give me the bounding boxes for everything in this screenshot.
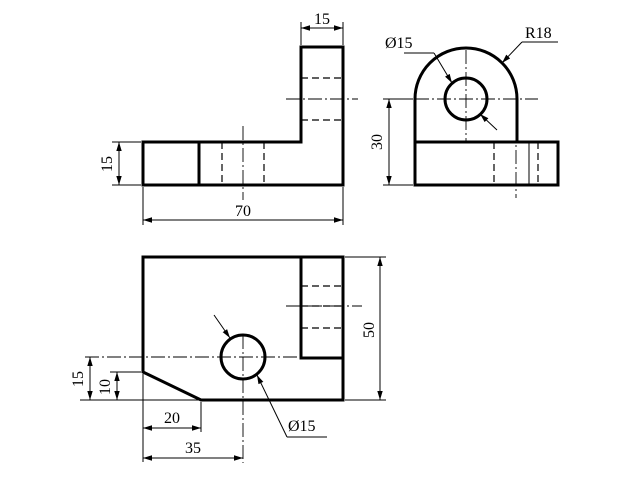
- dim-side-radius-leader-2: [501, 41, 523, 64]
- front-view: 15 15 70: [99, 11, 358, 225]
- side-view-upright-arc: [413, 46, 519, 144]
- dim-plan-hole-label: Ø15: [288, 418, 316, 435]
- dim-plan-chamfer-inner-label: 10: [97, 379, 114, 395]
- top-view-outline: [141, 255, 345, 402]
- top-view: 50 15 10 20 35 Ø15: [70, 255, 386, 463]
- dim-plan-hole-leader-2: [256, 374, 288, 438]
- dim-plan-chamfer-total-label: 15: [70, 371, 87, 387]
- side-view-base: [413, 140, 560, 187]
- dim-side-hole-leader-3: [479, 113, 498, 131]
- dim-plan-depth-label: 50: [361, 322, 378, 338]
- side-view: Ø15 R18 30: [369, 25, 560, 198]
- dim-side-radius-label: R18: [525, 25, 552, 42]
- dim-side-hole-leader-2: [433, 52, 453, 84]
- dim-front-height-label: 15: [99, 156, 116, 172]
- dim-plan-chamfer-len-label: 20: [164, 410, 180, 427]
- top-view-upright-outline: [299, 255, 345, 360]
- dim-side-height-label: 30: [369, 134, 386, 150]
- dim-side-hole-label: Ø15: [385, 35, 413, 52]
- dim-plan-hole-pos-label: 35: [185, 440, 201, 457]
- front-view-outline: [141, 45, 345, 187]
- dim-top-width-label: 15: [314, 11, 330, 28]
- dim-front-length-label: 70: [235, 203, 251, 220]
- dim-plan-hole-leader-1: [213, 314, 231, 339]
